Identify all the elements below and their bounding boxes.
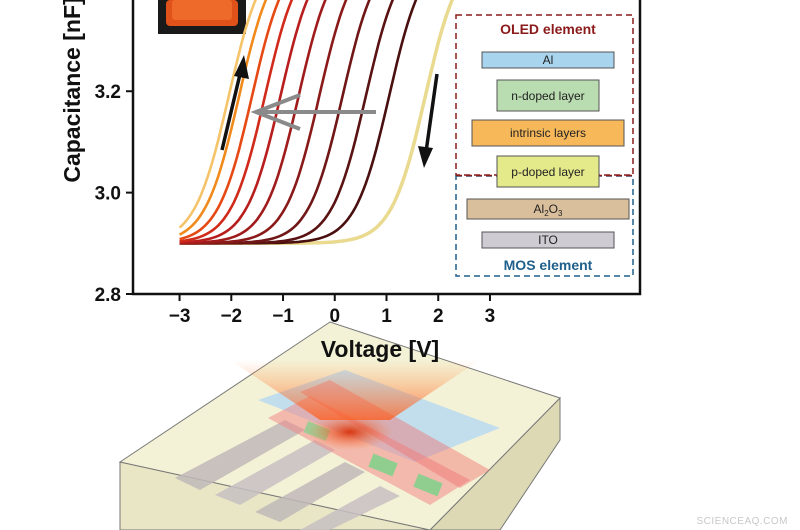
sweep-arrows <box>220 55 439 168</box>
x-tick-label: 1 <box>381 306 392 327</box>
mos-element-box <box>455 175 634 277</box>
x-tick-label: −3 <box>169 306 191 327</box>
up-arrow <box>220 69 243 151</box>
y-axis-label: Capacitance [nF] <box>59 0 85 183</box>
x-tick-label: 2 <box>433 306 444 327</box>
cv-curve-5 <box>179 0 327 245</box>
svg-text:Al2O3: Al2O3 <box>534 202 563 218</box>
x-axis-label: Voltage [V] <box>321 336 439 362</box>
cv-curve-9 <box>178 0 268 236</box>
axis-ticks: −3 −2 −1 0 1 2 3 2.8 3.0 3.2 <box>95 82 496 327</box>
plot-area: −3 −2 −1 0 1 2 3 2.8 3.0 3.2 <box>95 0 642 327</box>
up-arrow-head <box>234 55 249 79</box>
y-tick-label: 2.8 <box>95 285 121 306</box>
cv-curve-6 <box>179 0 309 244</box>
y-tick-label: 3.0 <box>95 184 121 205</box>
ito-strip <box>215 440 335 505</box>
emission-glow <box>308 414 392 450</box>
emission-beam <box>230 360 480 420</box>
ito-strip <box>255 462 365 522</box>
svg-text:ITO: ITO <box>538 233 558 247</box>
down-arrow-head <box>418 146 433 168</box>
svg-text:n-doped layer: n-doped layer <box>511 89 584 103</box>
x-tick-label: 3 <box>485 306 496 327</box>
ito-strip <box>175 420 305 490</box>
cv-curve-4 <box>179 0 348 245</box>
layer-stack-legend: OLED element MOS element Al n-doped laye… <box>455 14 634 277</box>
layer-intrinsic <box>471 119 625 147</box>
svg-text:intrinsic layers: intrinsic layers <box>510 126 586 140</box>
green-pixel <box>413 473 443 497</box>
layer-al <box>481 51 615 69</box>
down-arrow <box>424 73 439 153</box>
pixel-photo-inset <box>158 0 246 34</box>
svg-text:Al: Al <box>543 53 554 67</box>
layer-ito <box>481 231 615 249</box>
x-tick-label: −1 <box>272 306 294 327</box>
device-illustration <box>118 321 561 530</box>
layer-p-doped <box>496 155 600 188</box>
x-tick-label: −2 <box>220 306 242 327</box>
ito-strip <box>300 486 400 530</box>
oled-element-title: OLED element <box>500 21 596 37</box>
watermark: SCIENCEAQ.COM <box>696 516 788 527</box>
x-tick-label: 0 <box>329 306 340 327</box>
shift-arrow-head <box>250 93 301 131</box>
cv-curves <box>178 0 455 246</box>
svg-text:p-doped layer: p-doped layer <box>511 165 584 179</box>
layer-al2o3 <box>466 198 630 220</box>
cv-curve-8 <box>179 0 281 241</box>
layer-n-doped <box>496 79 600 112</box>
cv-curve-10 <box>178 0 257 229</box>
green-pixel <box>368 453 398 477</box>
y-tick-label: 3.2 <box>95 82 121 103</box>
mos-element-title: MOS element <box>504 257 593 273</box>
cv-curve-7 <box>179 0 294 243</box>
